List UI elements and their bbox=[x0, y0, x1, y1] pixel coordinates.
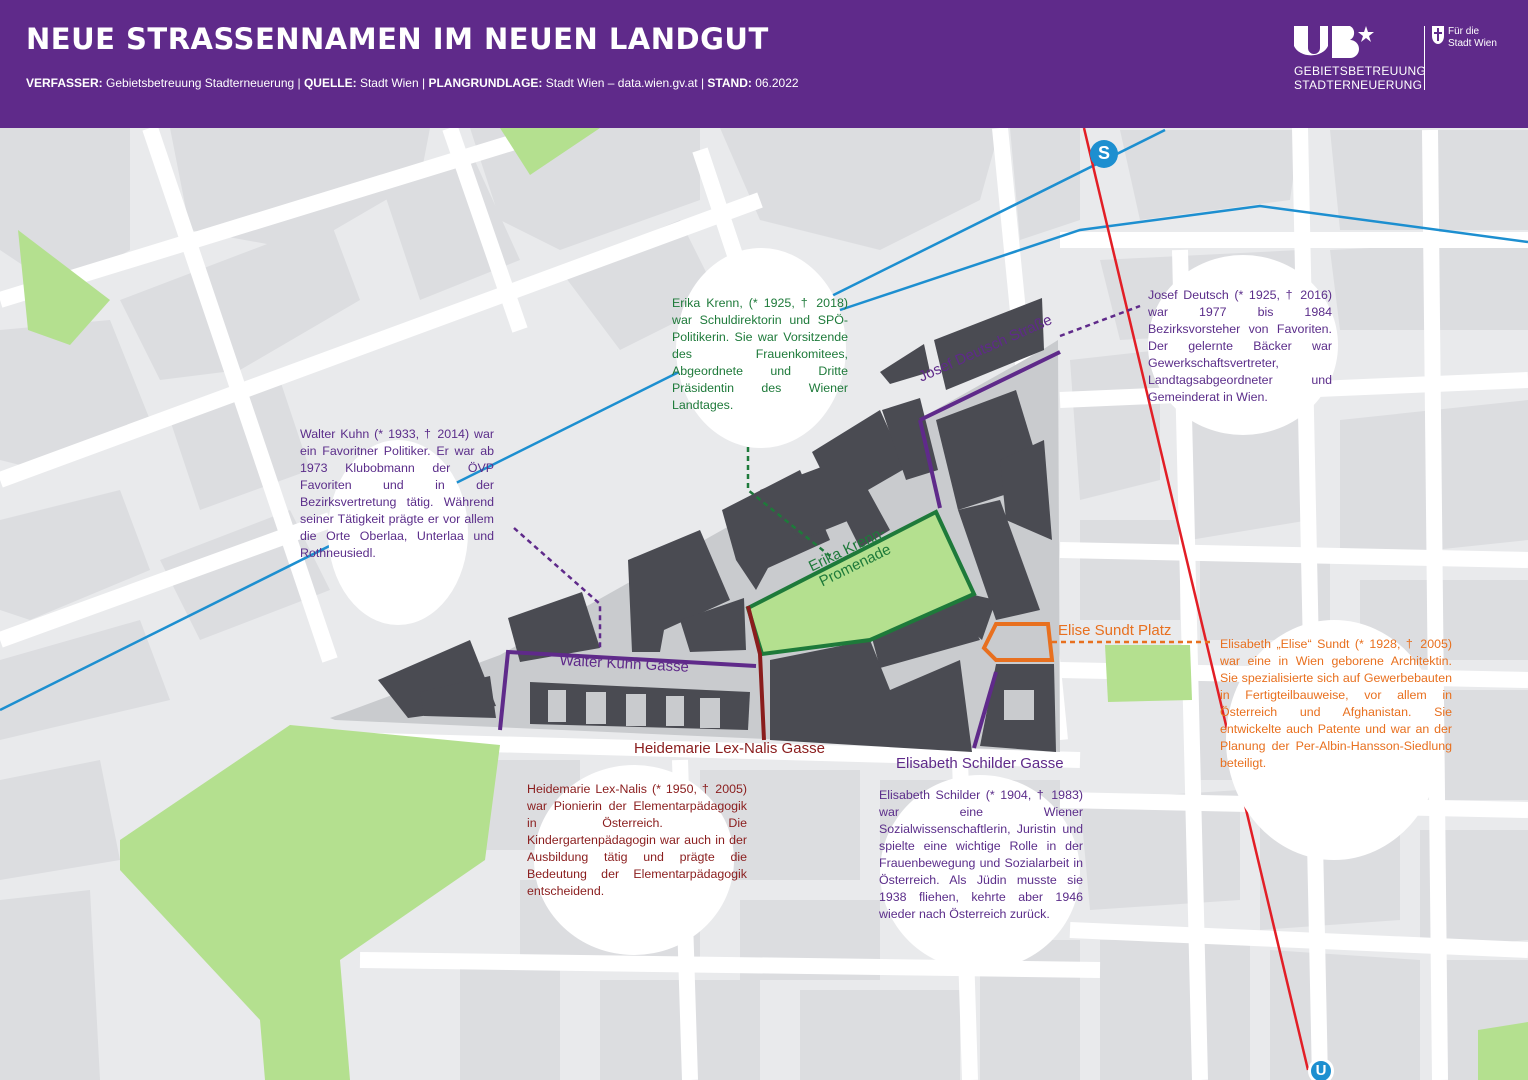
header-bar: NEUE STRASSENNAMEN IM NEUEN LANDGUT VERF… bbox=[0, 0, 1528, 128]
label-elise-sundt-platz: Elise Sundt Platz bbox=[1058, 622, 1172, 639]
josef-deutsch-strasse-line bbox=[919, 350, 1061, 422]
josef-deutsch-strasse-line-2 bbox=[918, 419, 942, 509]
elise-sundt-platz-outline bbox=[981, 622, 1055, 662]
ubahn-station-icon: U bbox=[1308, 1058, 1334, 1080]
gb-logo: GEBIETSBETREUUNG STADTERNEUERUNG bbox=[1292, 24, 1426, 94]
note-elise-sundt: Elisabeth „Elise“ Sundt (* 1928, † 2005)… bbox=[1220, 637, 1452, 770]
note-circle-heidemarie bbox=[534, 765, 734, 955]
credit-value-date: 06.2022 bbox=[751, 76, 799, 90]
note-erika-krenn: Erika Krenn, (* 1925, † 2018) war Schuld… bbox=[672, 296, 848, 412]
leader-lines bbox=[513, 304, 1214, 650]
note-circle-erika bbox=[676, 248, 846, 448]
city-text-line2: Stadt Wien bbox=[1448, 38, 1497, 49]
credit-value-source: Stadt Wien | bbox=[356, 76, 429, 90]
credit-value-basemap: Stadt Wien – data.wien.gv.at | bbox=[542, 76, 708, 90]
heidemarie-lex-nalis-gasse-line bbox=[746, 605, 766, 741]
logo-text-line1: GEBIETSBETREUUNG bbox=[1294, 64, 1427, 78]
note-heidemarie-lex-nalis: Heidemarie Lex-Nalis (* 1950, † 2005) wa… bbox=[527, 782, 747, 898]
credit-label-author: VERFASSER: bbox=[26, 76, 103, 90]
city-text-line1: Für die bbox=[1448, 26, 1480, 37]
note-circle-elise bbox=[1226, 620, 1442, 860]
credit-value-author: Gebietsbetreuung Stadterneuerung | bbox=[102, 76, 304, 90]
city-logo: Für die Stadt Wien bbox=[1432, 24, 1522, 54]
credit-label-source: QUELLE: bbox=[303, 76, 357, 90]
note-josef-deutsch: Josef Deutsch (* 1925, † 2016) war 1977 … bbox=[1148, 288, 1332, 404]
page-title: NEUE STRASSENNAMEN IM NEUEN LANDGUT bbox=[26, 22, 769, 56]
walter-kuhn-gasse-line bbox=[498, 649, 757, 731]
buildings bbox=[378, 298, 1056, 752]
parks bbox=[18, 128, 1528, 1080]
note-circle-walter bbox=[328, 440, 468, 625]
label-heidemarie-lex-nalis-gasse: Heidemarie Lex-Nalis Gasse bbox=[634, 740, 825, 757]
rail-lines bbox=[0, 128, 1528, 1071]
elisabeth-schilder-gasse-line bbox=[972, 671, 998, 749]
vienna-shield-icon bbox=[1432, 26, 1444, 44]
logo-divider bbox=[1424, 26, 1425, 90]
note-circle-josef bbox=[1148, 255, 1338, 435]
sbahn-icon-letter: S bbox=[1097, 143, 1110, 163]
logo-text-line2: STADTERNEUERUNG bbox=[1294, 78, 1423, 92]
note-walter-kuhn: Walter Kuhn (* 1933, † 2014) war ein Fav… bbox=[300, 427, 494, 560]
ubahn-icon-letter: U bbox=[1315, 1062, 1327, 1079]
credit-label-basemap: PLANGRUNDLAGE: bbox=[428, 76, 543, 90]
label-elisabeth-schilder-gasse: Elisabeth Schilder Gasse bbox=[896, 755, 1064, 772]
credit-label-date: STAND: bbox=[707, 76, 752, 90]
sbahn-station-icon: S bbox=[1090, 140, 1118, 168]
note-elisabeth-schilder: Elisabeth Schilder (* 1904, † 1983) war … bbox=[879, 788, 1083, 921]
gb-logo-mark bbox=[1294, 26, 1374, 58]
credits-line: VERFASSER: Gebietsbetreuung Stadterneuer… bbox=[26, 76, 799, 90]
note-circle-elisabeth bbox=[880, 775, 1080, 970]
courtyards bbox=[548, 690, 1034, 728]
